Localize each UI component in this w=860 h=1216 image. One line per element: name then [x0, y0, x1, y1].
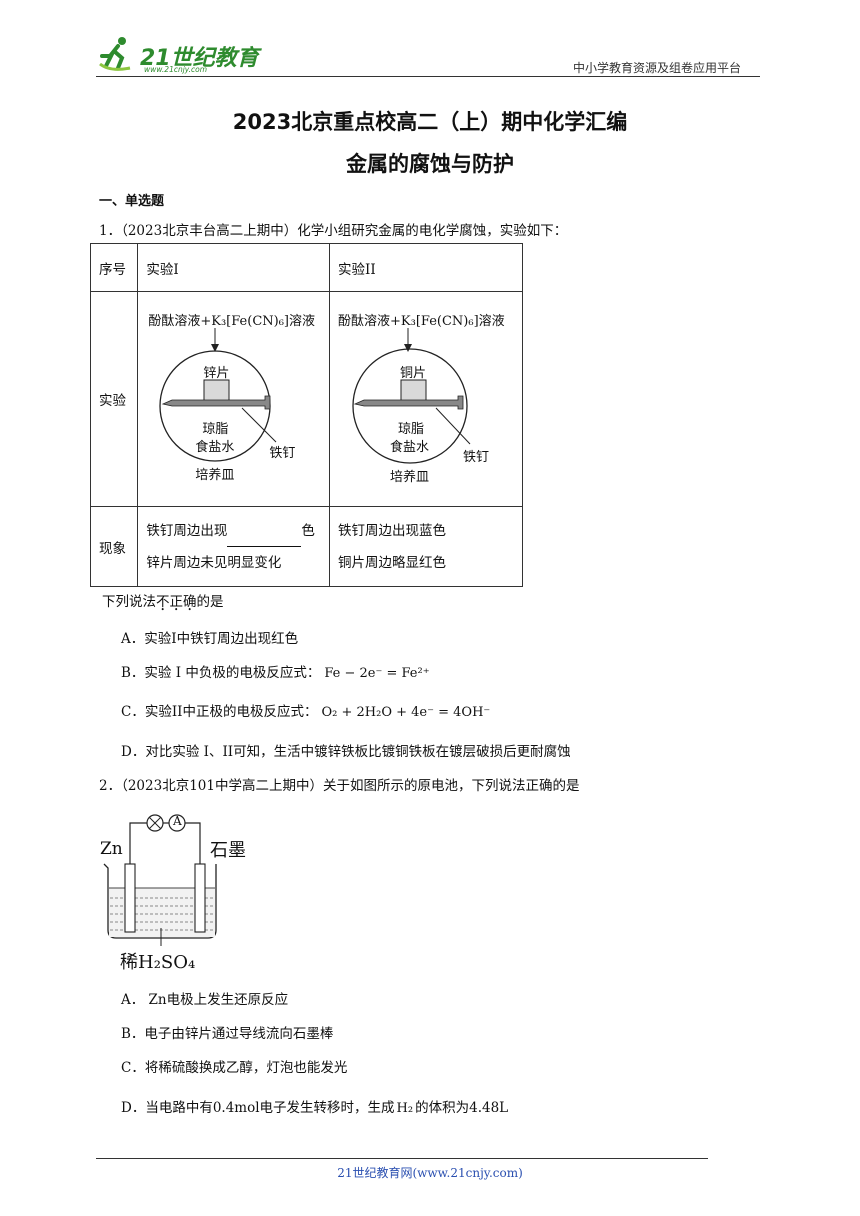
- exp1-phenomenon-cell: 铁钉周边出现 色 锌片周边未见明显变化: [137, 506, 330, 587]
- exp1-phen-line2: 锌片周边未见明显变化: [146, 554, 282, 571]
- exp1-dish-label: 培养皿: [195, 468, 235, 483]
- exp1-phen-text-b: 色: [301, 522, 315, 539]
- h2-formula: H₂: [396, 1101, 414, 1116]
- q1-option-b[interactable]: B．实验 I 中负极的电极反应式：Fe − 2e⁻ = Fe²⁺: [121, 661, 430, 681]
- q1-stem: 1．（2023北京丰台高二上期中）化学小组研究金属的电化学腐蚀，实验如下：: [99, 223, 568, 239]
- q2-galvanic-cell-figure: A Zn 石墨 稀H₂SO₄: [100, 806, 270, 974]
- logo-text: 21世纪教育: [140, 46, 259, 71]
- exp1-agar-label: 琼脂: [202, 422, 229, 437]
- q1-ask-part: 下列说法: [102, 594, 156, 610]
- table-row-label-exp: 实验: [89, 291, 139, 507]
- exp2-petri-dish-diagram: [352, 328, 471, 464]
- exp2-reagent-label: 酚酞溶液+K₃[Fe(CN)₆]溶液: [338, 314, 505, 329]
- exp1-phen-text-a: 铁钉周边出现: [146, 522, 228, 539]
- footer-link[interactable]: 21世纪教育网(www.21cnjy.com): [337, 1166, 523, 1180]
- table-header-seq: 序号: [89, 243, 139, 292]
- exp1-metal-label: 锌片: [203, 366, 230, 381]
- graphite-electrode-label: 石墨: [210, 840, 246, 861]
- q1-option-a[interactable]: A．实验I中铁钉周边出现红色: [121, 631, 299, 647]
- galvanic-cell-diagram: [103, 814, 217, 946]
- exp2-diagram-cell: 酚酞溶液+K₃[Fe(CN)₆]溶液 铜片 琼脂 食盐水 铁钉 培养皿: [329, 291, 523, 507]
- table-header-exp2: 实验II: [329, 243, 523, 292]
- table-row-label-phenomenon: 现象: [89, 506, 139, 587]
- exp1-petri-dish-diagram: [159, 328, 277, 462]
- footer-divider: [96, 1158, 708, 1159]
- exp1-reagent-label: 酚酞溶液+K₃[Fe(CN)₆]溶液: [148, 314, 315, 329]
- q1-experiment-table: 序号 实验I 实验II 实验 酚酞溶液+K₃[Fe(CN)₆]溶液 锌片 琼脂 …: [89, 243, 523, 587]
- q2-stem: 2．（2023北京101中学高二上期中）关于如图所示的原电池，下列说法正确的是: [99, 778, 580, 794]
- platform-label: 中小学教育资源及组卷应用平台: [573, 61, 742, 75]
- exp2-phen-line1: 铁钉周边出现蓝色: [338, 522, 446, 539]
- exp1-saltwater-label: 食盐水: [195, 440, 235, 455]
- answer-blank[interactable]: [227, 533, 302, 547]
- option-d-text-end: 的体积为4.48L: [415, 1100, 509, 1116]
- electrolyte-label: 稀H₂SO₄: [120, 952, 196, 973]
- q1-option-c[interactable]: C．实验II中正极的电极反应式：O₂ + 2H₂O + 4e⁻ = 4OH⁻: [121, 700, 490, 720]
- exp2-metal-label: 铜片: [400, 366, 427, 381]
- q1-option-d[interactable]: D．对比实验 I、II可知，生活中镀锌铁板比镀铜铁板在镀层破损后更耐腐蚀: [121, 744, 571, 760]
- section-heading: 一、单选题: [99, 194, 165, 209]
- emphasis-char: 确: [183, 594, 197, 610]
- exp1-diagram-cell: 酚酞溶液+K₃[Fe(CN)₆]溶液 锌片 琼脂 食盐水 铁钉 培养皿: [137, 291, 330, 507]
- option-d-text: D．当电路中有0.4mol电子发生转移时，生成: [121, 1100, 395, 1116]
- q2-option-c[interactable]: C．将稀硫酸换成乙醇，灯泡也能发光: [121, 1060, 348, 1076]
- emphasis-char: 正: [170, 594, 184, 610]
- logo-url: www.21cnjy.com: [144, 65, 208, 74]
- option-c-text: C．实验II中正极的电极反应式：: [121, 704, 318, 720]
- document-title: 2023北京重点校高二（上）期中化学汇编: [232, 110, 628, 134]
- exp2-phenomenon-cell: 铁钉周边出现蓝色 铜片周边略显红色: [329, 506, 523, 587]
- q1-ask: 下列说法不正确的是: [102, 590, 224, 610]
- exp2-saltwater-label: 食盐水: [390, 440, 430, 455]
- document-subtitle: 金属的腐蚀与防护: [346, 152, 514, 176]
- ammeter-label: A: [173, 814, 182, 828]
- q1-ask-part: 的是: [196, 594, 224, 610]
- q2-option-a[interactable]: A． Zn电极上发生还原反应: [121, 992, 289, 1008]
- header-divider: [96, 76, 760, 77]
- emphasis-char: 不: [156, 594, 170, 610]
- q2-option-b[interactable]: B．电子由锌片通过导线流向石墨棒: [121, 1026, 334, 1042]
- option-c-equation: O₂ + 2H₂O + 4e⁻ = 4OH⁻: [321, 705, 491, 720]
- exp2-dish-label: 培养皿: [390, 470, 430, 485]
- option-b-equation: Fe − 2e⁻ = Fe²⁺: [324, 666, 430, 681]
- runner-logo-icon: [99, 37, 131, 71]
- table-header-exp1: 实验I: [137, 243, 330, 292]
- zn-electrode-label: Zn: [100, 839, 123, 859]
- exp1-nail-label: 铁钉: [269, 446, 296, 461]
- exp2-phen-line2: 铜片周边略显红色: [338, 554, 446, 571]
- exp2-nail-label: 铁钉: [463, 450, 490, 465]
- exp2-agar-label: 琼脂: [398, 422, 425, 437]
- option-b-text: B．实验 I 中负极的电极反应式：: [121, 665, 321, 681]
